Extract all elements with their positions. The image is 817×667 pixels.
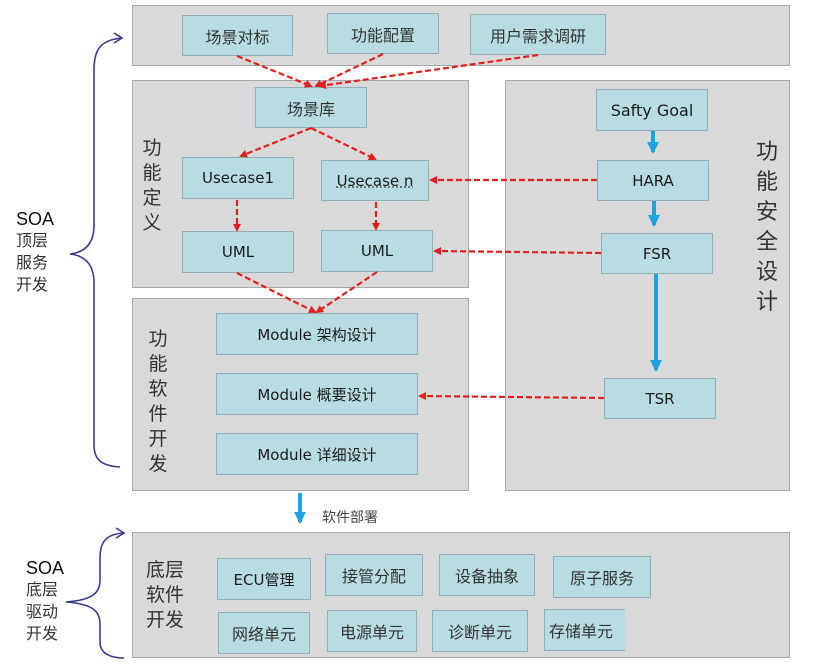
- functional-software-label: 功能软件开发: [148, 328, 168, 475]
- bottom-layer-line-1: 底层: [26, 580, 59, 599]
- function-config-box[interactable]: 功能配置: [327, 13, 439, 54]
- atomic-service-box[interactable]: 原子服务: [553, 556, 651, 598]
- top-layer-brace-arrow: [113, 32, 124, 44]
- scene-library-box[interactable]: 场景库: [255, 87, 367, 128]
- usecase-n-box[interactable]: Usecase n: [321, 160, 429, 201]
- uml-1-box[interactable]: UML: [182, 231, 294, 273]
- diagnostic-unit-box[interactable]: 诊断单元: [432, 610, 528, 652]
- hara-box[interactable]: HARA: [597, 160, 709, 201]
- functional-safety-label: 功能安全设计: [755, 140, 778, 315]
- user-research-box[interactable]: 用户需求调研: [470, 14, 606, 55]
- bottom-software-label: 底层软件开发: [143, 558, 187, 633]
- uml-n-box[interactable]: UML: [321, 230, 433, 272]
- network-unit-box[interactable]: 网络单元: [218, 612, 310, 654]
- functional-safety-panel: [505, 80, 790, 491]
- storage-unit-crop-mask: [625, 608, 639, 654]
- takeover-allocation-box[interactable]: 接管分配: [325, 554, 423, 596]
- bottom-layer-side-label: SOA 底层 驱动 开发: [26, 557, 64, 645]
- module-overview-box[interactable]: Module 概要设计: [216, 373, 418, 415]
- usecase-1-box[interactable]: Usecase1: [182, 157, 294, 199]
- bottom-software-label-text: 底层软件开发: [145, 559, 184, 631]
- bottom-layer-brace: [65, 532, 125, 659]
- bottom-layer-line-2: 驱动: [26, 602, 59, 621]
- bottom-layer-soa: SOA: [26, 558, 65, 578]
- bottom-layer-brace-arrow: [115, 527, 126, 539]
- function-definition-label: 功能定义: [142, 137, 162, 234]
- top-layer-line-1: 顶层: [16, 231, 49, 250]
- top-layer-side-label: SOA 顶层 服务 开发: [16, 208, 54, 296]
- top-layer-line-2: 服务: [16, 253, 49, 272]
- tsr-box[interactable]: TSR: [604, 378, 716, 419]
- top-layer-brace: [69, 37, 123, 468]
- safety-goal-box[interactable]: Safty Goal: [596, 89, 708, 131]
- software-deploy-label: 软件部署: [322, 510, 378, 526]
- top-layer-line-3: 开发: [16, 275, 49, 294]
- device-abstraction-box[interactable]: 设备抽象: [439, 554, 535, 596]
- module-architecture-box[interactable]: Module 架构设计: [216, 313, 418, 355]
- power-unit-box[interactable]: 电源单元: [327, 610, 417, 652]
- fsr-box[interactable]: FSR: [601, 233, 713, 274]
- ecu-management-box[interactable]: ECU管理: [217, 558, 311, 600]
- bottom-layer-line-3: 开发: [26, 624, 59, 643]
- module-detail-box[interactable]: Module 详细设计: [216, 433, 418, 475]
- top-layer-soa: SOA: [16, 209, 55, 229]
- storage-unit-box[interactable]: 存储单元: [544, 609, 636, 651]
- scene-benchmark-box[interactable]: 场景对标: [182, 15, 293, 56]
